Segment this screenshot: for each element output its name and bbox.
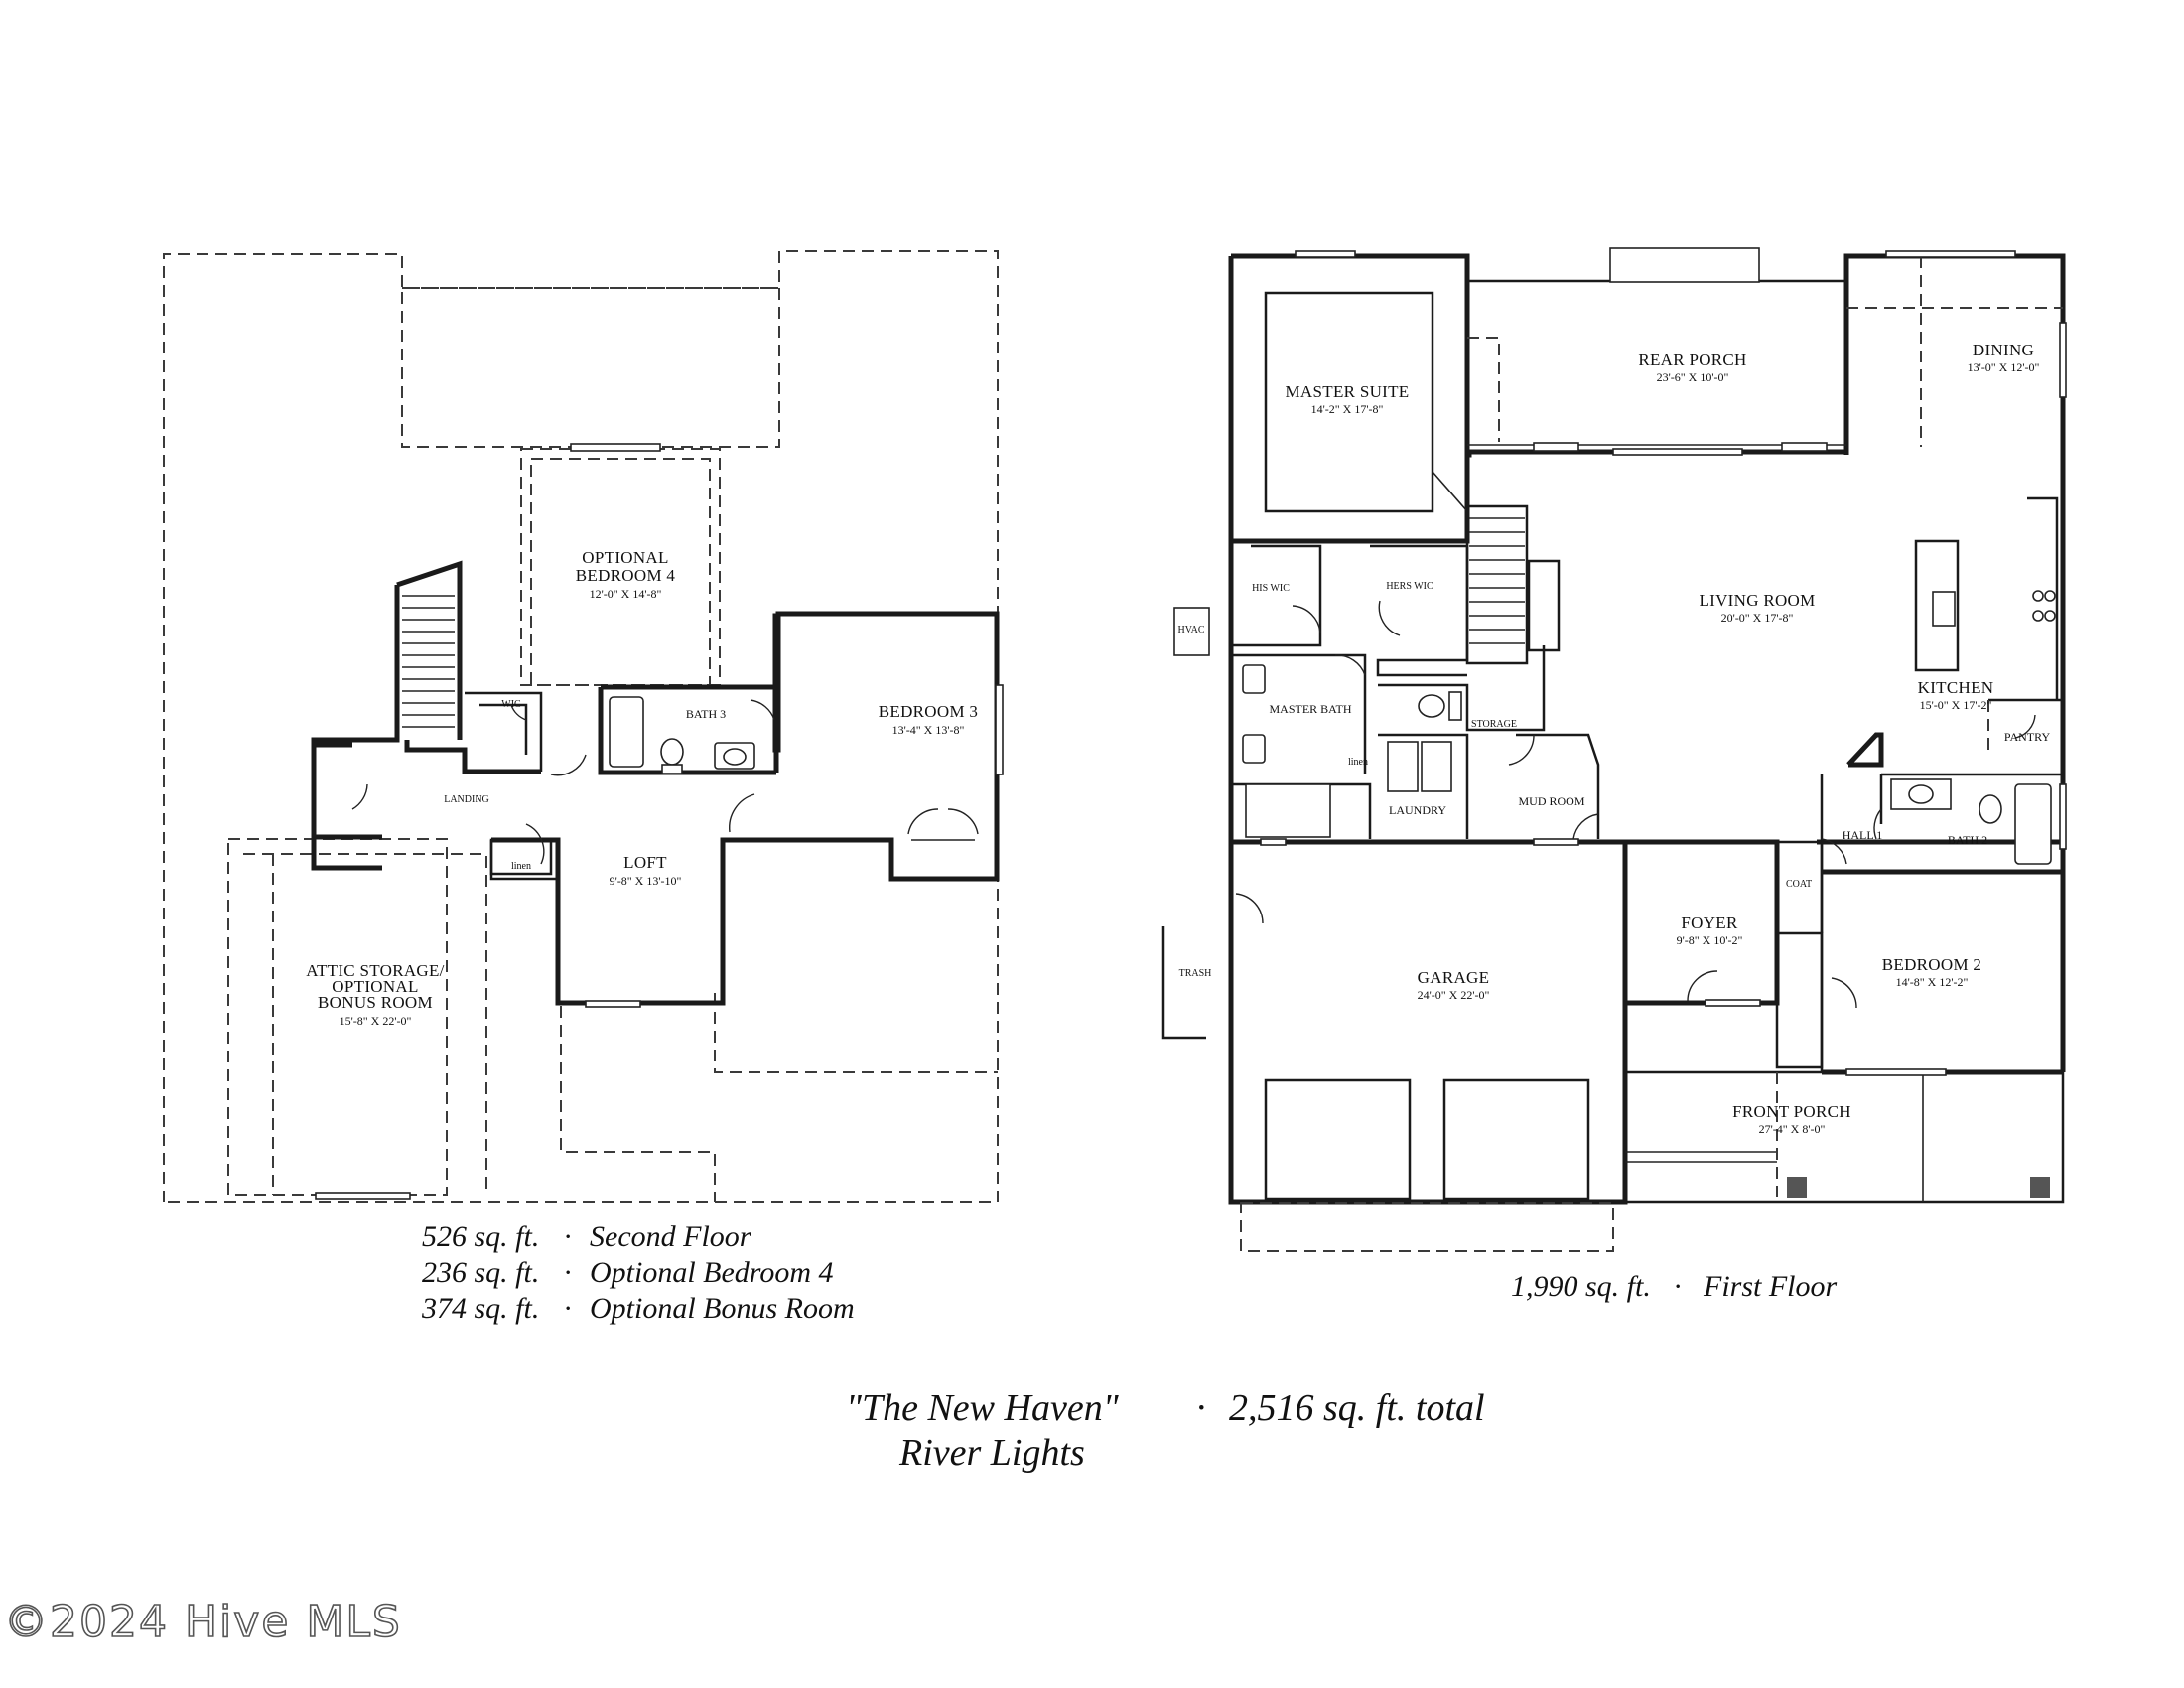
garage-dim: 24'-0" X 22'-0" [1418,988,1490,1002]
plan-name: "The New Haven" [846,1387,1120,1429]
laundry-label: LAUNDRY [1389,803,1446,817]
attic-label-1: ATTIC STORAGE/ [306,961,444,980]
bedroom-2-dim: 14'-8" X 12'-2" [1896,975,1969,989]
watermark: ©2024 Hive MLS [4,1597,402,1647]
mud-room-label: MUD ROOM [1518,794,1584,808]
bedroom-3-label: BEDROOM 3 [879,702,978,721]
hall-1-label: HALL 1 [1843,828,1883,842]
trash-label: TRASH [1179,968,1212,979]
caption-second-floor-label: Second Floor [590,1220,751,1253]
kitchen-label: KITCHEN [1918,678,1994,697]
second-floor-captions: 526 sq. ft. · Second Floor 236 sq. ft. ·… [421,1220,855,1325]
loft-label: LOFT [623,853,667,872]
title-sep: · [1196,1387,1206,1429]
community-name: River Lights [898,1432,1085,1474]
landing-label: LANDING [444,794,489,805]
first-floor-caption: 1,990 sq. ft. · First Floor [1511,1270,1838,1303]
second-floor-labels: OPTIONAL BEDROOM 4 12'-0" X 14'-8" BATH … [306,548,978,1028]
pantry-label: PANTRY [2004,730,2051,744]
attic-label-2: OPTIONAL [332,977,418,996]
first-floor-labels: MASTER SUITE 14'-2" X 17'-8" REAR PORCH … [1177,341,2050,1136]
dining-dim: 13'-0" X 12'-0" [1968,360,2040,374]
caption-bonus-label: Optional Bonus Room [590,1292,855,1325]
master-suite-label: MASTER SUITE [1286,382,1410,401]
master-suite-dim: 14'-2" X 17'-8" [1311,402,1384,416]
caption-bedroom4-sqft: 236 sq. ft. [422,1256,539,1289]
foyer-dim: 9'-8" X 10'-2" [1677,933,1743,947]
hvac-label: HVAC [1177,625,1204,635]
storage-label: STORAGE [1471,719,1517,730]
stair-treads-upper [402,595,455,728]
caption-bedroom4-sep: · [564,1256,572,1289]
bedroom-3-dim: 13'-4" X 13'-8" [892,723,965,737]
his-wic-label: HIS WIC [1252,583,1290,594]
rear-porch-label: REAR PORCH [1638,351,1746,369]
bath-3-label: BATH 3 [686,707,726,721]
coat-label: COAT [1786,879,1812,890]
garage-label: GARAGE [1418,968,1490,987]
caption-first-floor-sep: · [1674,1270,1682,1303]
loft-dim: 9'-8" X 13'-10" [610,874,682,888]
master-bath-label: MASTER BATH [1269,702,1351,716]
total-sqft: 2,516 sq. ft. total [1229,1387,1485,1429]
linen-label-upper: linen [511,861,531,872]
attic-dim: 15'-8" X 22'-0" [340,1014,412,1028]
living-room-label: LIVING ROOM [1699,591,1815,610]
foyer-label: FOYER [1681,914,1738,932]
stair-treads-lower [1469,517,1525,644]
caption-second-floor-sep: · [564,1220,572,1253]
front-porch-dim: 27'-4" X 8'-0" [1759,1122,1826,1136]
bedroom-2-label: BEDROOM 2 [1882,955,1981,974]
optional-bedroom-4-dim: 12'-0" X 14'-8" [590,587,662,601]
second-floor-plan [163,250,1004,1203]
front-porch-label: FRONT PORCH [1732,1102,1851,1121]
first-floor-plan [1161,247,2067,1252]
caption-first-floor-label: First Floor [1703,1270,1838,1303]
caption-bonus-sqft: 374 sq. ft. [421,1292,539,1325]
rear-porch-dim: 23'-6" X 10'-0" [1657,370,1729,384]
living-room-dim: 20'-0" X 17'-8" [1721,611,1794,625]
title-block: "The New Haven" · 2,516 sq. ft. total Ri… [846,1387,1485,1474]
dining-label: DINING [1973,341,2034,359]
caption-first-floor-sqft: 1,990 sq. ft. [1511,1270,1651,1303]
caption-second-floor-sqft: 526 sq. ft. [422,1220,539,1253]
optional-bedroom-4-label-2: BEDROOM 4 [576,566,676,585]
optional-bedroom-4-label-1: OPTIONAL [582,548,668,567]
attic-label-3: BONUS ROOM [318,993,433,1012]
bath-2-label: BATH 2 [1948,833,1987,847]
linen-label-lower: linen [1348,757,1368,768]
caption-bonus-sep: · [564,1292,572,1325]
wic-label: WIC [501,699,521,710]
hers-wic-label: HERS WIC [1386,581,1433,592]
caption-bedroom4-label: Optional Bedroom 4 [590,1256,834,1289]
kitchen-dim: 15'-0" X 17'-2" [1920,698,1992,712]
